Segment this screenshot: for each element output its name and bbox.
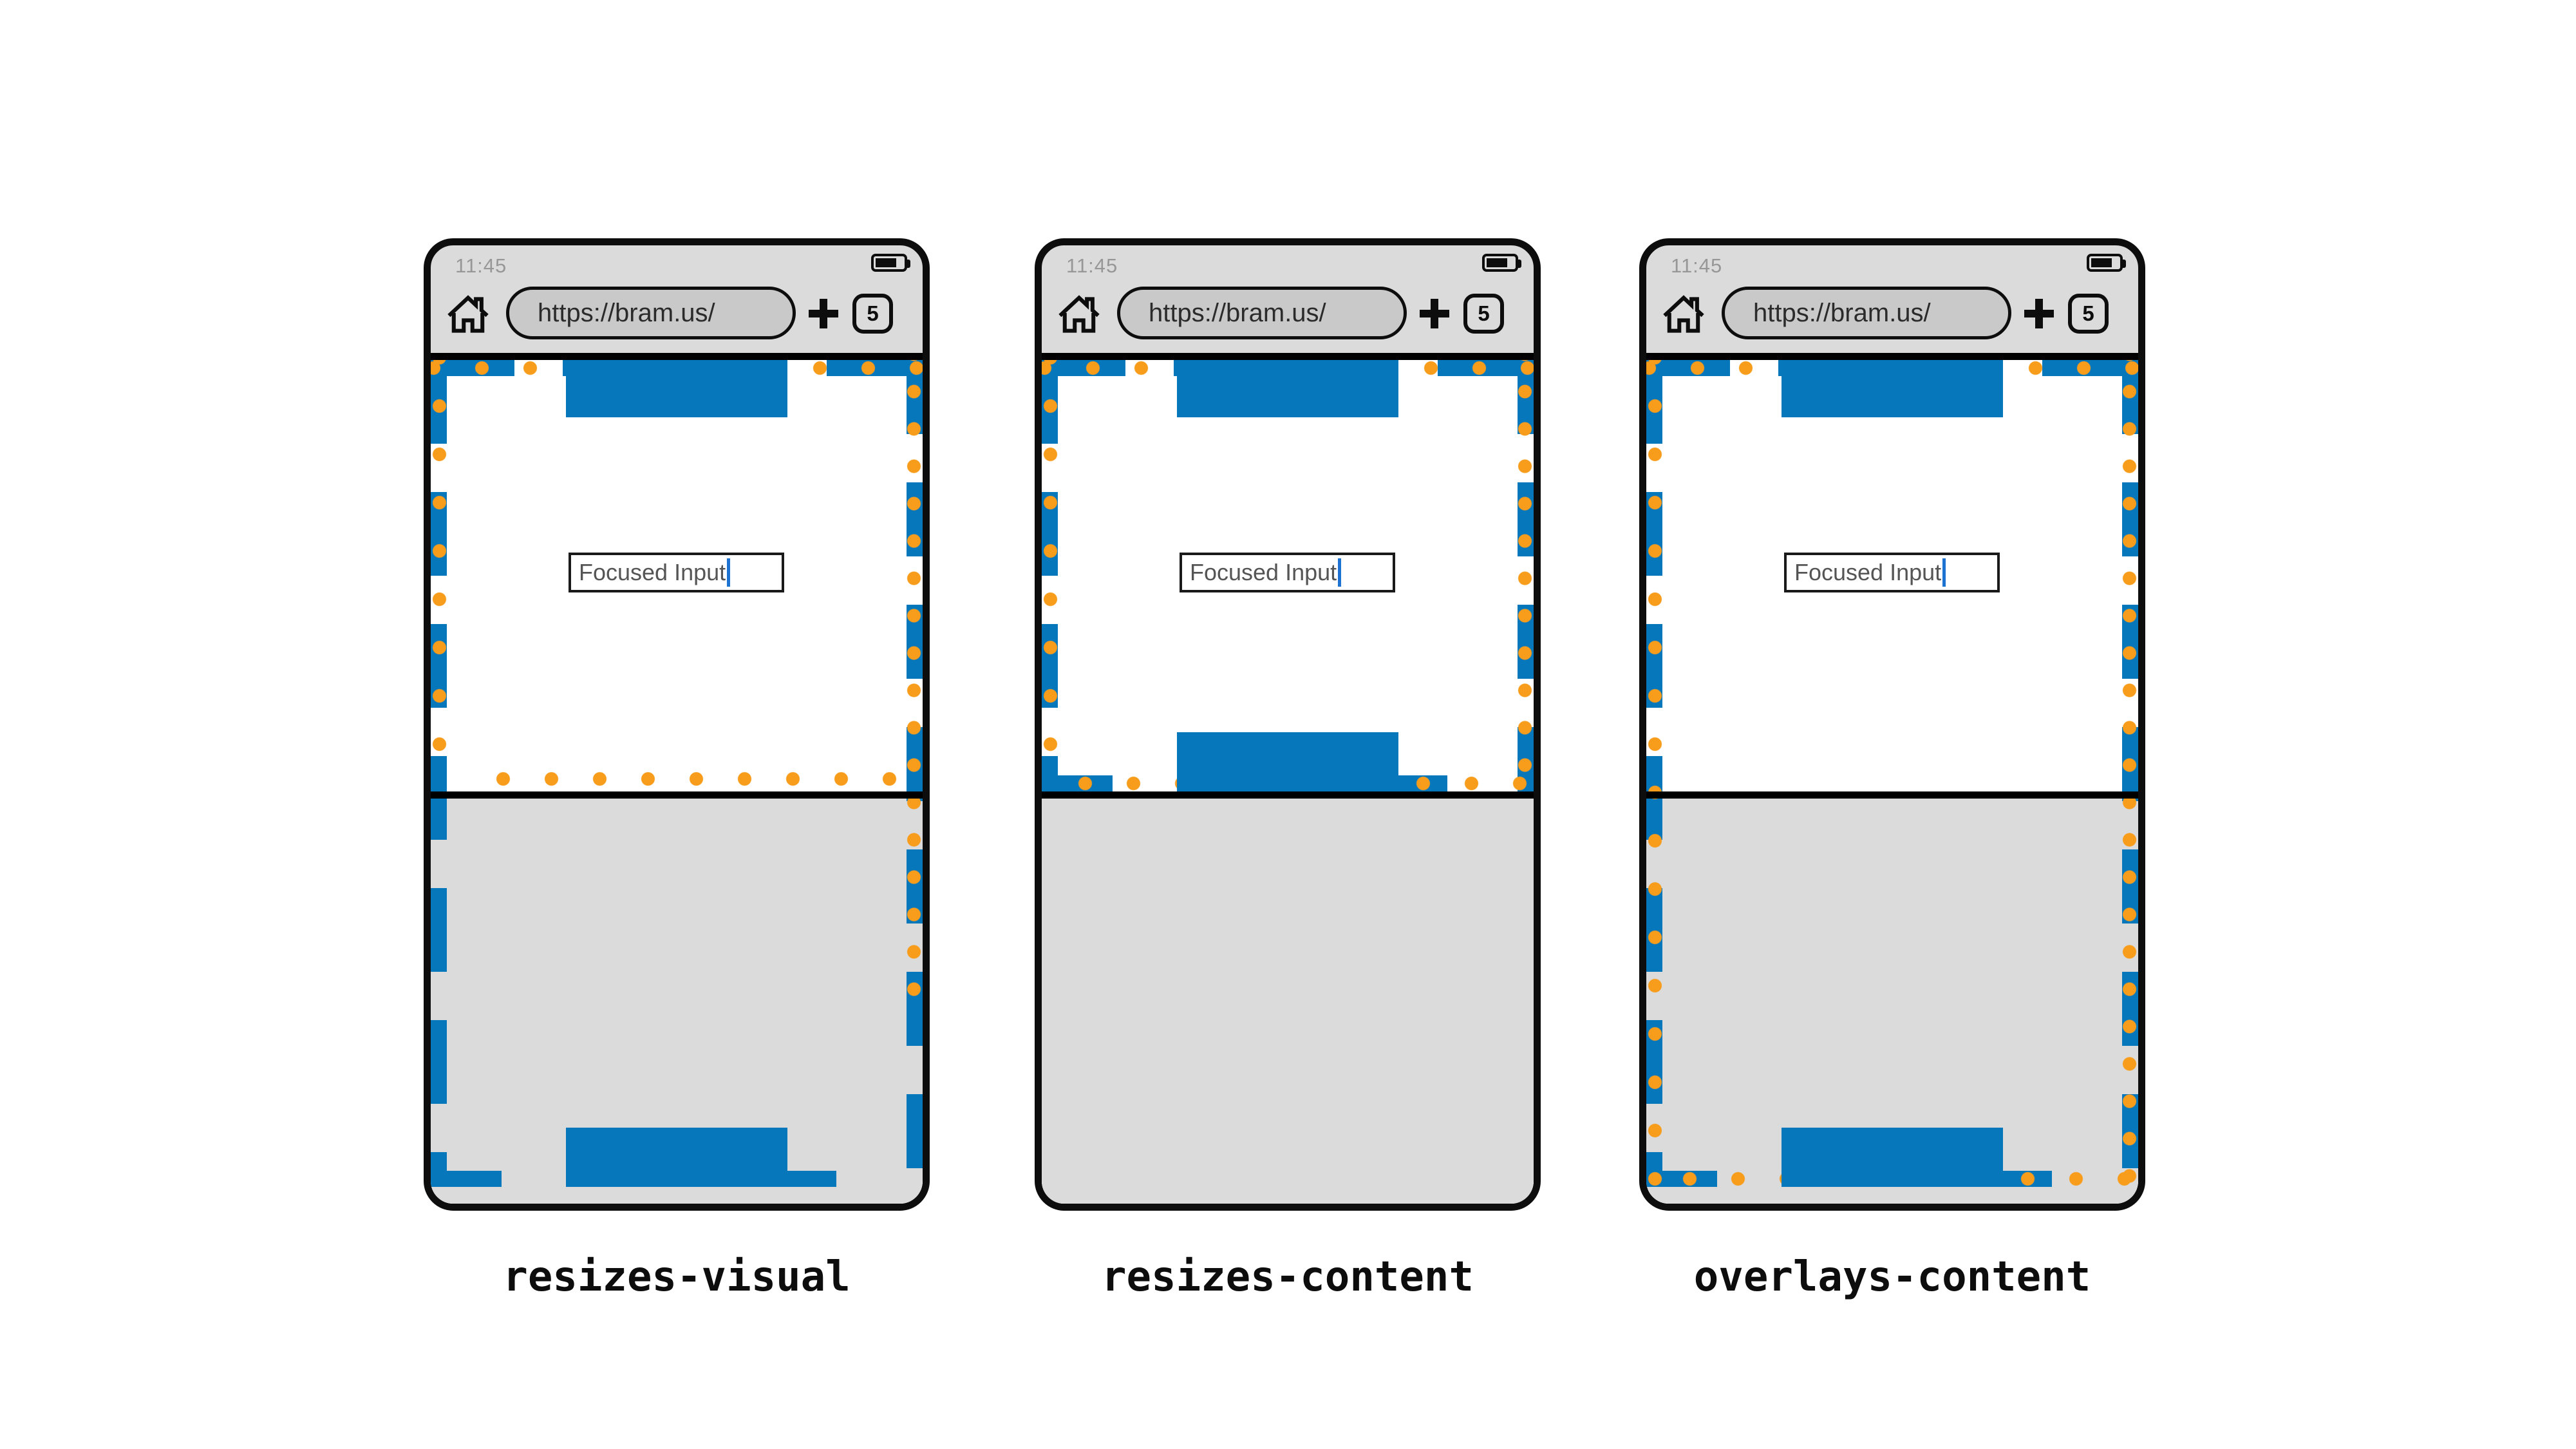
url-bar[interactable]: https://bram.us/ — [506, 287, 796, 339]
page-footer-block — [1782, 1128, 2003, 1187]
new-tab-plus-icon[interactable] — [2024, 299, 2054, 328]
visual-viewport-dots-bottom — [466, 772, 897, 786]
page-footer-block — [1177, 732, 1398, 791]
page-viewport: Focused Input — [431, 360, 923, 1204]
text-caret — [1338, 558, 1342, 587]
home-icon[interactable] — [1662, 293, 1706, 334]
page-header-block — [1177, 360, 1398, 417]
url-text: https://bram.us/ — [538, 298, 715, 327]
new-tab-plus-icon[interactable] — [1420, 299, 1449, 328]
caption-overlays-content: overlays-content — [1693, 1253, 2091, 1301]
page-header-block — [1782, 360, 2003, 417]
battery-fill — [2091, 258, 2112, 267]
tab-counter-button[interactable]: 5 — [1463, 294, 1504, 334]
url-bar[interactable]: https://bram.us/ — [1722, 287, 2011, 339]
battery-icon — [871, 254, 910, 272]
keyboard-top-edge — [1042, 791, 1534, 799]
tab-count: 5 — [867, 301, 879, 325]
keyboard-top-edge — [431, 791, 923, 799]
visual-viewport-dots-right — [907, 360, 921, 1017]
plus-bar-v — [2035, 299, 2043, 328]
battery-fill — [1487, 258, 1507, 267]
home-icon[interactable] — [446, 293, 490, 334]
tab-count: 5 — [2082, 301, 2094, 325]
virtual-keyboard-area — [1042, 799, 1534, 1204]
input-value: Focused Input — [579, 559, 726, 585]
page-footer-block — [566, 1128, 787, 1187]
phone-mockup-resizes-visual: 11:45 https://bram.us/ 5 Foc — [424, 238, 930, 1211]
focused-input[interactable]: Focused Input — [1784, 553, 2000, 592]
tab-counter-button[interactable]: 5 — [852, 294, 893, 334]
home-icon[interactable] — [1057, 293, 1101, 334]
new-tab-plus-icon[interactable] — [809, 299, 838, 328]
focused-input[interactable]: Focused Input — [1180, 553, 1395, 592]
status-time: 11:45 — [455, 254, 507, 277]
page-viewport: Focused Input — [1646, 360, 2138, 1204]
battery-icon — [1482, 254, 1521, 272]
phone-mockup-resizes-content: 11:45 https://bram.us/ 5 Foc — [1035, 238, 1541, 1211]
chrome-divider — [431, 353, 923, 360]
input-value: Focused Input — [1190, 559, 1337, 585]
visual-viewport-dots-right — [2122, 360, 2137, 1187]
url-bar[interactable]: https://bram.us/ — [1117, 287, 1407, 339]
battery-nub — [2122, 260, 2126, 268]
battery-fill — [876, 258, 896, 267]
status-time: 11:45 — [1671, 254, 1723, 277]
chrome-divider — [1646, 353, 2138, 360]
page-viewport: Focused Input — [1042, 360, 1534, 1204]
phone-mockup-overlays-content: 11:45 https://bram.us/ 5 Foc — [1639, 238, 2145, 1211]
status-time: 11:45 — [1066, 254, 1118, 277]
text-caret — [1942, 558, 1946, 587]
url-text: https://bram.us/ — [1149, 298, 1326, 327]
visual-viewport-dots-left — [432, 360, 447, 772]
text-caret — [727, 558, 731, 587]
chrome-divider — [1042, 353, 1534, 360]
plus-bar-v — [820, 299, 827, 328]
tab-counter-button[interactable]: 5 — [2068, 294, 2109, 334]
keyboard-top-edge — [1646, 791, 2138, 799]
url-text: https://bram.us/ — [1753, 298, 1931, 327]
battery-nub — [907, 260, 910, 268]
visual-viewport-dots-left — [1043, 360, 1058, 775]
page-header-block — [566, 360, 787, 417]
caption-resizes-visual: resizes-visual — [503, 1253, 851, 1301]
browser-chrome: 11:45 https://bram.us/ 5 — [1646, 245, 2138, 353]
caption-resizes-content: resizes-content — [1102, 1253, 1474, 1301]
tab-count: 5 — [1478, 301, 1490, 325]
visual-viewport-dots-right — [1518, 360, 1532, 775]
focused-input[interactable]: Focused Input — [569, 553, 784, 592]
browser-chrome: 11:45 https://bram.us/ 5 — [431, 245, 923, 353]
plus-bar-v — [1431, 299, 1438, 328]
visual-viewport-dots-left — [1648, 360, 1662, 1187]
browser-chrome: 11:45 https://bram.us/ 5 — [1042, 245, 1534, 353]
battery-nub — [1518, 260, 1521, 268]
battery-icon — [2087, 254, 2126, 272]
input-value: Focused Input — [1794, 559, 1942, 585]
